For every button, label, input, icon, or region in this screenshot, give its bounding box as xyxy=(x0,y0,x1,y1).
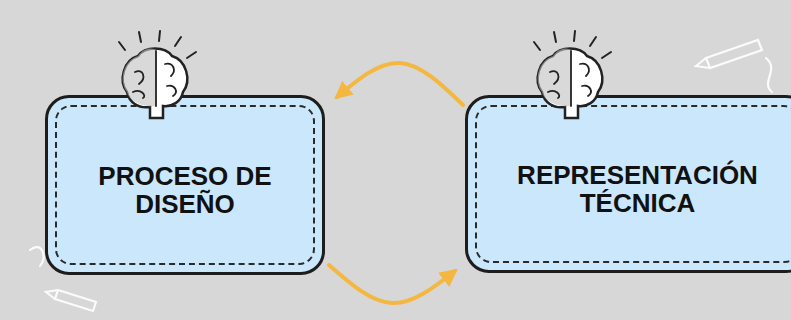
box-content: REPRESENTACIÓN TÉCNICA xyxy=(468,98,791,270)
pencil-doodle xyxy=(696,40,772,92)
box-title: PROCESO DE DISEÑO xyxy=(78,162,293,218)
pencil-body xyxy=(706,40,762,68)
rounded-box: PROCESO DE DISEÑO xyxy=(45,95,325,275)
curved-arrow xyxy=(329,265,455,303)
brain-icon xyxy=(534,31,611,118)
box-title: REPRESENTACIÓN TÉCNICA xyxy=(495,161,780,217)
idea-rays xyxy=(119,31,196,58)
brain-folds xyxy=(548,51,591,106)
pencil-tip xyxy=(696,58,710,68)
idea-rays xyxy=(534,31,611,58)
brain-shade xyxy=(538,49,571,107)
brain-shade xyxy=(123,49,156,107)
doodle-squiggle xyxy=(30,247,44,266)
pencil-tip xyxy=(46,290,58,299)
brain-folds xyxy=(133,51,176,106)
curved-arrow xyxy=(337,63,463,105)
doodle-squiggle xyxy=(766,58,772,92)
brain-outline xyxy=(538,49,603,119)
brain-outline xyxy=(123,49,188,119)
box-content: PROCESO DE DISEÑO xyxy=(48,98,322,272)
rounded-box: REPRESENTACIÓN TÉCNICA xyxy=(465,95,791,273)
pencil-body xyxy=(55,290,96,311)
brain-icon xyxy=(119,31,196,118)
